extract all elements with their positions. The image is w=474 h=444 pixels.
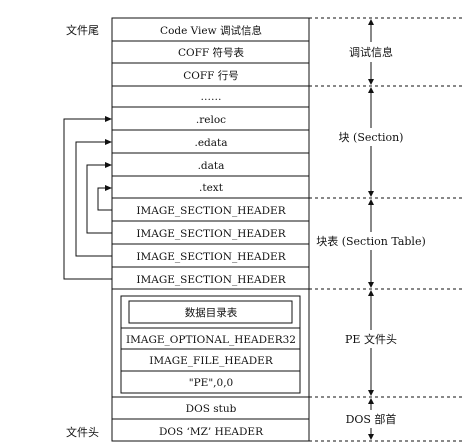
row-coff-symbol: COFF 符号表 <box>178 46 245 59</box>
arrow-up-icon <box>368 199 374 205</box>
section-data: .data <box>198 160 225 172</box>
section-header-3: IMAGE_SECTION_HEADER <box>136 251 286 263</box>
arrow-down-icon <box>368 434 374 440</box>
bracket-label-section-table: 块表 (Section Table) <box>316 234 426 248</box>
arrow-down-icon <box>368 79 374 85</box>
pe-header-inner-box <box>120 295 301 394</box>
arrowheads <box>105 116 112 191</box>
bracket-arrowheads <box>368 19 374 440</box>
arrow-down-icon <box>368 282 374 288</box>
bracket-label-section: 块 (Section) <box>339 131 404 144</box>
arrowhead-icon <box>105 185 112 191</box>
data-directory: 数据目录表 <box>185 306 238 319</box>
file-head-label: 文件头 <box>66 425 99 439</box>
connector-arrows <box>63 118 112 280</box>
arrow-up-icon <box>368 398 374 404</box>
main-stack <box>111 17 310 442</box>
arrow-up-icon <box>368 19 374 25</box>
arrow-down-icon <box>368 191 374 197</box>
connector-header4-reloc <box>63 118 112 280</box>
optional-header: IMAGE_OPTIONAL_HEADER32 <box>126 334 296 346</box>
section-header-4: IMAGE_SECTION_HEADER <box>136 274 286 286</box>
connector-header2-data <box>86 164 112 234</box>
dos-mz-header: DOS ‘MZ’ HEADER <box>159 426 264 438</box>
arrow-down-icon <box>368 390 374 396</box>
connector-header1-text <box>97 187 112 211</box>
arrowhead-icon <box>105 139 112 145</box>
arrowhead-icon <box>105 116 112 122</box>
section-edata: .edata <box>194 137 227 149</box>
section-text: .text <box>199 182 224 194</box>
right-brackets <box>309 17 462 442</box>
row-codeview: Code View 调试信息 <box>160 24 262 37</box>
file-header: IMAGE_FILE_HEADER <box>149 355 274 367</box>
section-header-2: IMAGE_SECTION_HEADER <box>136 228 286 240</box>
row-ellipsis: …… <box>201 91 222 103</box>
section-header-1: IMAGE_SECTION_HEADER <box>136 205 286 217</box>
connector-header3-edata <box>75 141 112 257</box>
arrow-up-icon <box>368 87 374 93</box>
bracket-label-debug: 调试信息 <box>349 45 393 59</box>
row-coff-line: COFF 行号 <box>183 69 239 82</box>
file-tail-label: 文件尾 <box>66 23 99 37</box>
bracket-label-pe-header: PE 文件头 <box>345 332 397 346</box>
section-reloc: .reloc <box>196 114 226 126</box>
dos-stub: DOS stub <box>186 403 237 415</box>
bracket-label-dos: DOS 部首 <box>346 412 397 426</box>
pe-signature: "PE",0,0 <box>189 377 233 389</box>
arrowhead-icon <box>105 162 112 168</box>
arrow-up-icon <box>368 290 374 296</box>
data-directory-box <box>128 300 293 324</box>
